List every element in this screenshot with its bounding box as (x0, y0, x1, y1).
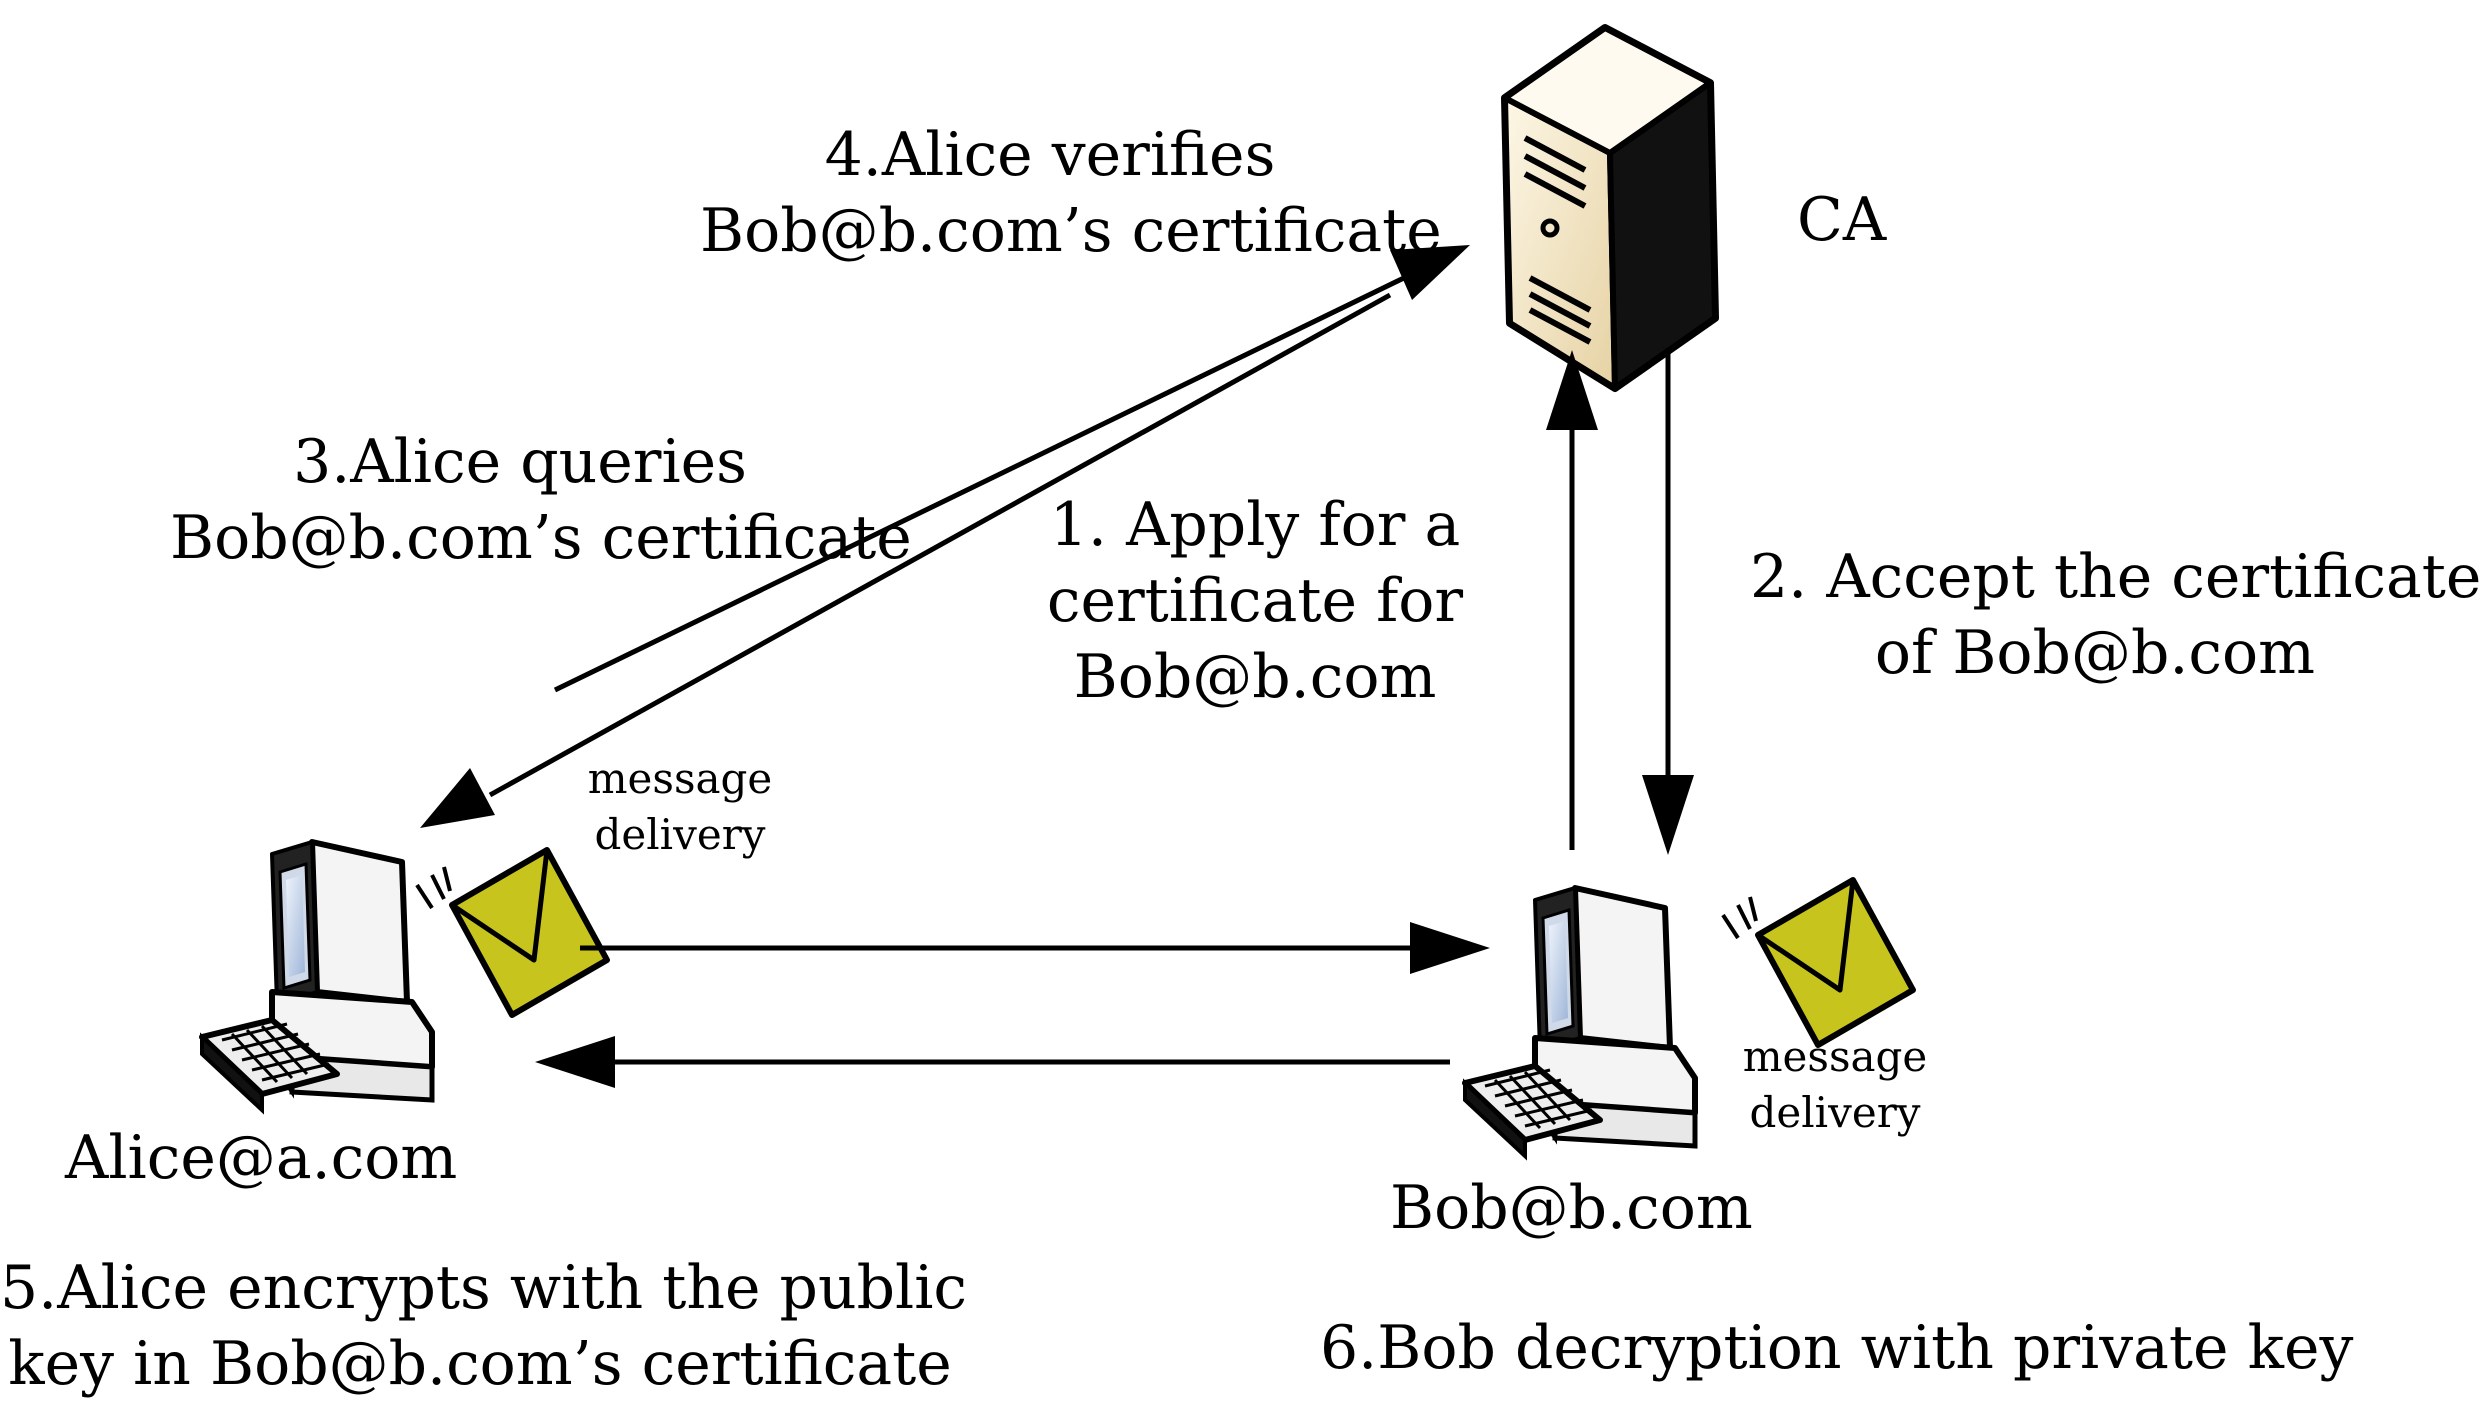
server-icon (1501, 24, 1719, 392)
bob-message-label: message delivery (1715, 1036, 1955, 1134)
step1-line3: Bob@b.com (1073, 642, 1437, 712)
bob-envelope-icon (1723, 880, 1913, 1045)
step1-label: 1. Apply for a certificate for Bob@b.com (1030, 495, 1480, 707)
step2-line1: 2. Accept the certificate (1750, 542, 2481, 612)
step5-line1: 5.Alice encrypts with the public (0, 1253, 968, 1323)
step2-label: 2. Accept the certificate of Bob@b.com (1750, 542, 2481, 688)
alice-message-line1: message (587, 754, 773, 803)
step3-label: 3.Alice queries Bob@b.com’s certificate (170, 427, 912, 573)
arrow-alice-to-ca (553, 245, 1470, 693)
bob-label: Bob@b.com (1390, 1173, 1753, 1243)
step5-label: 5.Alice encrypts with the public key in … (0, 1253, 968, 1399)
alice-label: Alice@a.com (65, 1123, 458, 1193)
bob-message-line1: message (1742, 1032, 1928, 1081)
step5-line2: key in Bob@b.com’s certificate (8, 1329, 952, 1399)
alice-message-line2: delivery (594, 810, 766, 859)
arrow-ca-to-bob (1642, 348, 1694, 855)
step4-line2: Bob@b.com’s certificate (700, 196, 1442, 266)
step6-label: 6.Bob decryption with private key (1320, 1313, 2354, 1383)
bob-computer-icon (1465, 888, 1695, 1156)
step1-line1: 1. Apply for a (1049, 490, 1461, 560)
arrow-ca-to-alice (420, 292, 1392, 828)
ca-label: CA (1797, 185, 1887, 255)
step4-line1: 4.Alice verifies (824, 120, 1276, 190)
arrow-bob-to-alice (535, 1036, 1450, 1088)
step3-line1: 3.Alice queries (293, 427, 747, 497)
arrow-bob-to-ca (1546, 350, 1598, 850)
bob-message-line2: delivery (1749, 1088, 1921, 1137)
step2-line2: of Bob@b.com (1874, 618, 2316, 688)
step1-line2: certificate for (1046, 566, 1464, 636)
alice-envelope-icon (417, 850, 607, 1015)
step4-label: 4.Alice verifies Bob@b.com’s certificate (700, 120, 1442, 266)
step3-line2: Bob@b.com’s certificate (170, 503, 912, 573)
alice-computer-icon (202, 842, 432, 1110)
arrow-alice-to-bob (580, 922, 1490, 974)
alice-message-label: message delivery (560, 758, 800, 856)
